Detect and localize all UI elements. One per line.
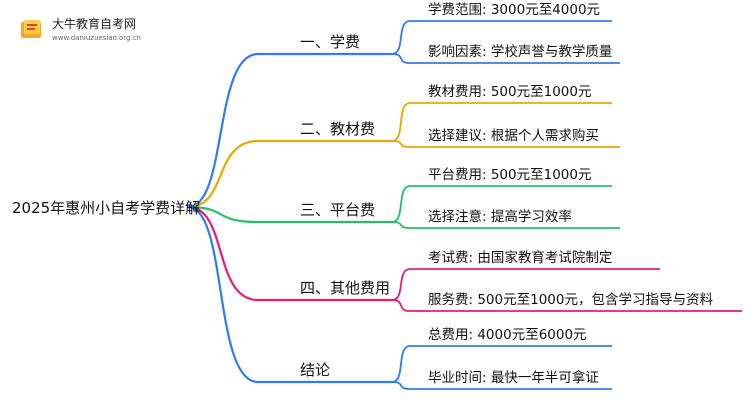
leaf-topic: 教材费用: 500元至1000元 (428, 84, 591, 100)
branch-topic-1: 一、学费 (300, 33, 360, 51)
branch-topic-4: 四、其他费用 (300, 279, 390, 297)
root-branch-connector (187, 205, 259, 224)
leaf-topic: 学费范围: 3000元至4000元 (428, 2, 600, 18)
leaf-topic: 总费用: 4000元至6000元 (428, 327, 587, 343)
leaf-topic: 服务费: 500元至1000元，包含学习指导与资料 (428, 292, 713, 308)
logo-url: www.daniuzuesiao.org.cn (52, 34, 141, 42)
root-branch-connector (187, 205, 259, 384)
branch-leaf-connector (391, 53, 411, 64)
branch-topic-5: 结论 (300, 361, 330, 379)
branch-leaf-connector (391, 299, 411, 312)
leaf-topic: 选择注意: 提高学习效率 (428, 208, 572, 225)
leaf-topic: 平台费用: 500元至1000元 (428, 167, 591, 183)
leaf-topic: 影响因素: 学校声誉与教学质量 (428, 43, 612, 60)
root-branch-connector (187, 139, 259, 209)
branch-leaf-connector (391, 140, 411, 148)
leaf-topic: 考试费: 由国家教育考试院制定 (428, 249, 612, 266)
branch-leaf-connector (391, 345, 411, 383)
branch-leaf-connector (391, 221, 411, 229)
branch-leaf-connector (391, 102, 411, 142)
branch-topic-2: 二、教材费 (300, 120, 375, 138)
root-branch-connector (187, 52, 259, 209)
leaf-topic: 毕业时间: 最快一年半可拿证 (428, 369, 599, 386)
branch-leaf-connector (391, 381, 411, 390)
branch-leaf-connector (391, 268, 411, 301)
branch-leaf-connector (391, 20, 411, 55)
root-topic: 2025年惠州小自考学费详解 (12, 199, 200, 217)
branch-leaf-connector (391, 185, 411, 223)
connector-lines (187, 20, 742, 390)
book-logo-icon (21, 20, 41, 38)
leaf-topic: 选择建议: 根据个人需求购买 (428, 128, 599, 144)
branch-topic-3: 三、平台费 (300, 201, 375, 219)
logo-title: 大牛教育自考网 (52, 17, 137, 31)
root-branch-connector (187, 205, 259, 302)
site-logo: 大牛教育自考网 www.daniuzuesiao.org.cn (14, 12, 164, 48)
